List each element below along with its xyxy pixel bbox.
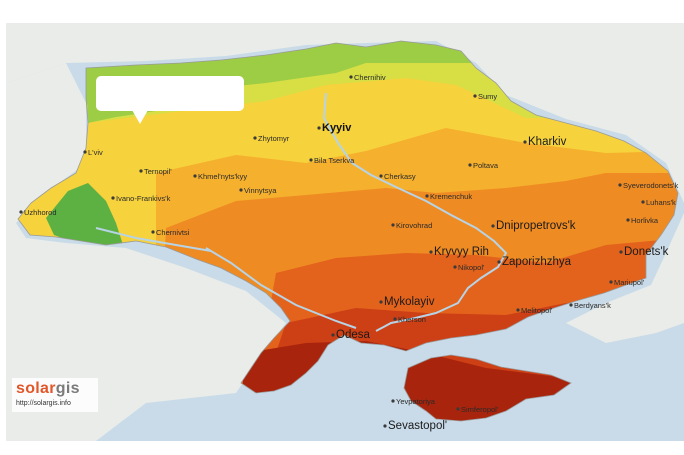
city-label-zaporizhzhya: Zaporizhzhya xyxy=(502,256,572,268)
city-dot-kyyiv xyxy=(317,126,321,130)
city-label-cherkasy: Cherkasy xyxy=(384,172,416,181)
city-label-uzhhorod: Uzhhorod xyxy=(24,208,57,217)
city-dot-ivano-frankivsk xyxy=(111,196,115,200)
city-dot-odesa xyxy=(331,333,335,337)
city-label-sumy: Sumy xyxy=(478,92,497,101)
city-label-mykolayiv: Mykolayiv xyxy=(384,296,435,308)
city-label-donetsk: Donets'k xyxy=(624,246,669,258)
city-label-yevpatoriya: Yevpatoriya xyxy=(396,397,436,406)
solargis-logo[interactable]: solargis http://solargis.info xyxy=(12,378,98,412)
city-label-kirovohrad: Kirovohrad xyxy=(396,221,432,230)
city-dot-zhytomyr xyxy=(253,136,257,140)
city-dot-kryvyy-rih xyxy=(429,250,433,254)
city-label-odesa: Odesa xyxy=(336,329,370,341)
logo-word-part1: solar xyxy=(16,380,56,397)
city-dot-sevastopol xyxy=(383,424,387,428)
city-label-ivano-frankivsk: Ivano-Frankivs'k xyxy=(116,194,171,203)
city-label-kharkiv: Kharkiv xyxy=(528,136,567,148)
city-label-bila-tserkva: Bila Tserkva xyxy=(314,156,355,165)
city-dot-donetsk xyxy=(619,250,623,254)
city-dot-cherkasy xyxy=(379,174,383,178)
city-label-nikopol: Nikopol' xyxy=(458,263,485,272)
city-dot-lviv xyxy=(83,150,87,154)
city-dot-yevpatoriya xyxy=(391,399,395,403)
city-dot-horlivka xyxy=(626,218,630,222)
solargis-wordmark: solargis xyxy=(16,380,80,398)
city-dot-kherson xyxy=(393,317,397,321)
city-dot-sumy xyxy=(473,94,477,98)
city-label-kherson: Kherson xyxy=(398,315,426,324)
city-label-sevastopol: Sevastopol' xyxy=(388,420,447,432)
city-dot-mykolayiv xyxy=(379,300,383,304)
city-label-kryvyy-rih: Kryvyy Rih xyxy=(434,246,489,258)
city-label-zhytomyr: Zhytomyr xyxy=(258,134,290,143)
city-dot-mariupol xyxy=(609,280,613,284)
city-label-kremenchuk: Kremenchuk xyxy=(430,192,472,201)
tooltip-callout-pointer xyxy=(132,110,148,124)
city-dot-luhansk xyxy=(641,200,645,204)
city-label-chernihiv: Chernihiv xyxy=(354,73,386,82)
city-label-vinnytsya: Vinnytsya xyxy=(244,186,277,195)
river-dnipro xyxy=(322,92,508,332)
city-dot-dnipropetrovsk xyxy=(491,224,495,228)
city-dot-kremenchuk xyxy=(425,194,429,198)
city-dot-syeverodonetsk xyxy=(618,183,622,187)
city-dot-berdyansk xyxy=(569,303,573,307)
top-margin xyxy=(0,0,684,23)
city-dot-ternopil xyxy=(139,169,143,173)
city-label-simferopol: Simferopol' xyxy=(461,405,499,414)
logo-url[interactable]: http://solargis.info xyxy=(16,400,71,407)
city-dot-khmelnytskyy xyxy=(193,174,197,178)
city-dot-bila-tserkva xyxy=(309,158,313,162)
city-label-chernivtsi: Chernivtsi xyxy=(156,228,190,237)
neighbor-land-east xyxy=(566,213,684,343)
city-label-dnipropetrovsk: Dnipropetrovs'k xyxy=(496,220,576,232)
city-label-khmelnytskyy: Khmel'nyts'kyy xyxy=(198,172,247,181)
tooltip-callout xyxy=(96,76,244,111)
city-dot-poltava xyxy=(468,163,472,167)
city-label-syeverodonetsk: Syeverodonets'k xyxy=(623,181,678,190)
city-dot-kirovohrad xyxy=(391,223,395,227)
city-dot-nikopol xyxy=(453,265,457,269)
city-dot-zaporizhzhya xyxy=(497,260,501,264)
city-label-poltava: Poltava xyxy=(473,161,499,170)
city-dot-chernivtsi xyxy=(151,230,155,234)
city-label-ternopil: Ternopil' xyxy=(144,167,172,176)
bottom-margin xyxy=(0,441,684,455)
city-dot-simferopol xyxy=(456,407,460,411)
neighbor-land-west xyxy=(6,63,286,441)
city-label-berdyansk: Berdyans'k xyxy=(574,301,611,310)
neighbor-land-north xyxy=(6,23,684,203)
city-label-mariupol: Mariupol' xyxy=(614,278,645,287)
city-dot-kharkiv xyxy=(523,140,527,144)
rivers xyxy=(95,92,508,332)
city-label-melitopol: Melitopol' xyxy=(521,306,553,315)
city-dot-melitopol xyxy=(516,308,520,312)
river-dnister xyxy=(95,227,212,252)
city-dot-vinnytsya xyxy=(239,188,243,192)
logo-word-part2: gis xyxy=(55,380,80,397)
ukraine-border xyxy=(17,40,679,422)
river-pivdennyi-buh xyxy=(205,247,357,329)
city-dot-chernihiv xyxy=(349,75,353,79)
city-label-luhansk: Luhans'k xyxy=(646,198,676,207)
city-label-horlivka: Horlivka xyxy=(631,216,659,225)
city-label-kyyiv: Kyyiv xyxy=(322,122,352,134)
city-label-lviv: L'viv xyxy=(88,148,103,157)
city-dot-uzhhorod xyxy=(19,210,23,214)
